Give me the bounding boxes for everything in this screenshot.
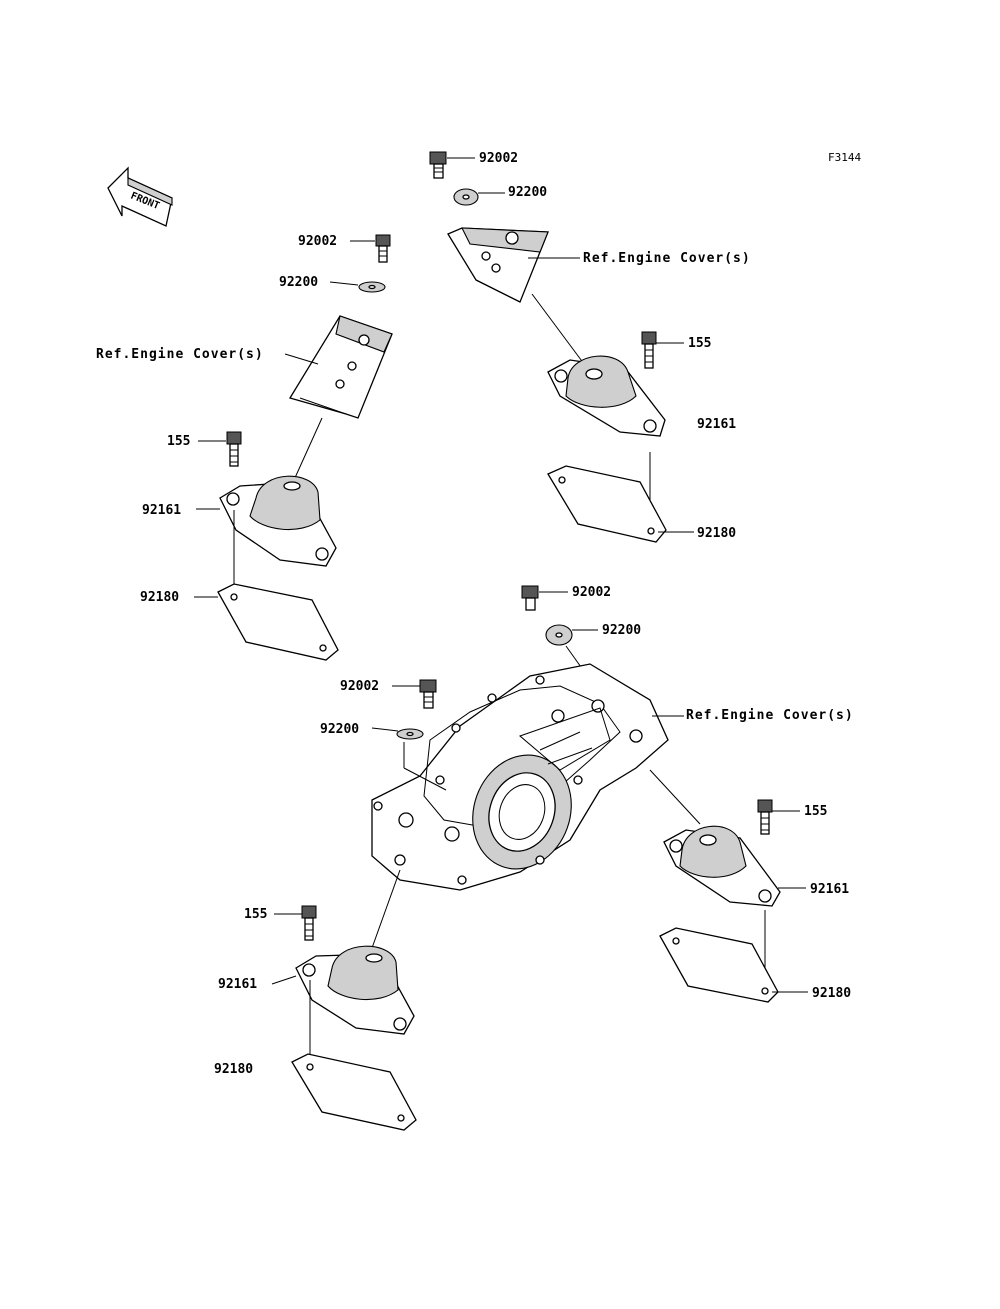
top-right-washer-92200 xyxy=(453,188,479,206)
callout-155-top-right: 155 xyxy=(688,336,711,351)
callout-92200-top-left: 92200 xyxy=(279,275,318,290)
top-right-plate-92180 xyxy=(547,465,667,543)
callout-155-mid-right: 155 xyxy=(804,804,827,819)
ref-engine-cover-top-right: Ref.Engine Cover(s) xyxy=(583,251,751,266)
top-left-bolt-155 xyxy=(226,431,242,467)
top-left-bracket xyxy=(289,315,393,419)
figure-id: F3144 xyxy=(828,151,861,164)
callout-155-bottom: 155 xyxy=(244,907,267,922)
callout-92161-top-left: 92161 xyxy=(142,503,181,518)
top-left-plate-92180 xyxy=(217,583,339,661)
callout-92161-top-right: 92161 xyxy=(697,417,736,432)
bottom-bolt-155 xyxy=(301,905,317,941)
top-right-bolt-92002 xyxy=(429,151,447,179)
top-left-bolt-92002 xyxy=(375,234,391,263)
bottom-mount-92161 xyxy=(295,945,415,1035)
callout-92002-left: 92002 xyxy=(340,679,379,694)
callout-92002-mid: 92002 xyxy=(572,585,611,600)
callout-92180-top-left: 92180 xyxy=(140,590,179,605)
top-left-mount-92161 xyxy=(219,475,337,567)
callout-92200-mid: 92200 xyxy=(602,623,641,638)
callout-92200-top-right: 92200 xyxy=(508,185,547,200)
mid-right-bolt-155 xyxy=(757,799,773,835)
bottom-plate-92180 xyxy=(291,1053,417,1131)
mid-washer-92200 xyxy=(545,624,573,646)
ref-engine-cover-mid: Ref.Engine Cover(s) xyxy=(686,708,854,723)
top-right-bracket xyxy=(447,227,549,303)
top-left-washer-92200 xyxy=(358,281,386,293)
callout-92161-bottom: 92161 xyxy=(218,977,257,992)
left-washer-92200 xyxy=(396,728,424,740)
mid-bolt-92002 xyxy=(521,585,539,611)
callout-92002-top-left: 92002 xyxy=(298,234,337,249)
mid-right-plate-92180 xyxy=(659,927,779,1003)
top-right-mount-92161 xyxy=(547,355,666,437)
callout-92002-top-right: 92002 xyxy=(479,151,518,166)
callout-92200-left: 92200 xyxy=(320,722,359,737)
top-right-bolt-155 xyxy=(641,331,657,369)
left-bolt-92002 xyxy=(419,679,437,709)
callout-155-top-left: 155 xyxy=(167,434,190,449)
engine-cover-housing xyxy=(371,663,669,891)
callout-92180-top-right: 92180 xyxy=(697,526,736,541)
callout-92161-mid-right: 92161 xyxy=(810,882,849,897)
callout-92180-mid-right: 92180 xyxy=(812,986,851,1001)
ref-engine-cover-top-left: Ref.Engine Cover(s) xyxy=(96,347,264,362)
mid-right-mount-92161 xyxy=(663,825,781,907)
front-arrow-icon: FRONT xyxy=(107,166,173,227)
callout-92180-bottom: 92180 xyxy=(214,1062,253,1077)
